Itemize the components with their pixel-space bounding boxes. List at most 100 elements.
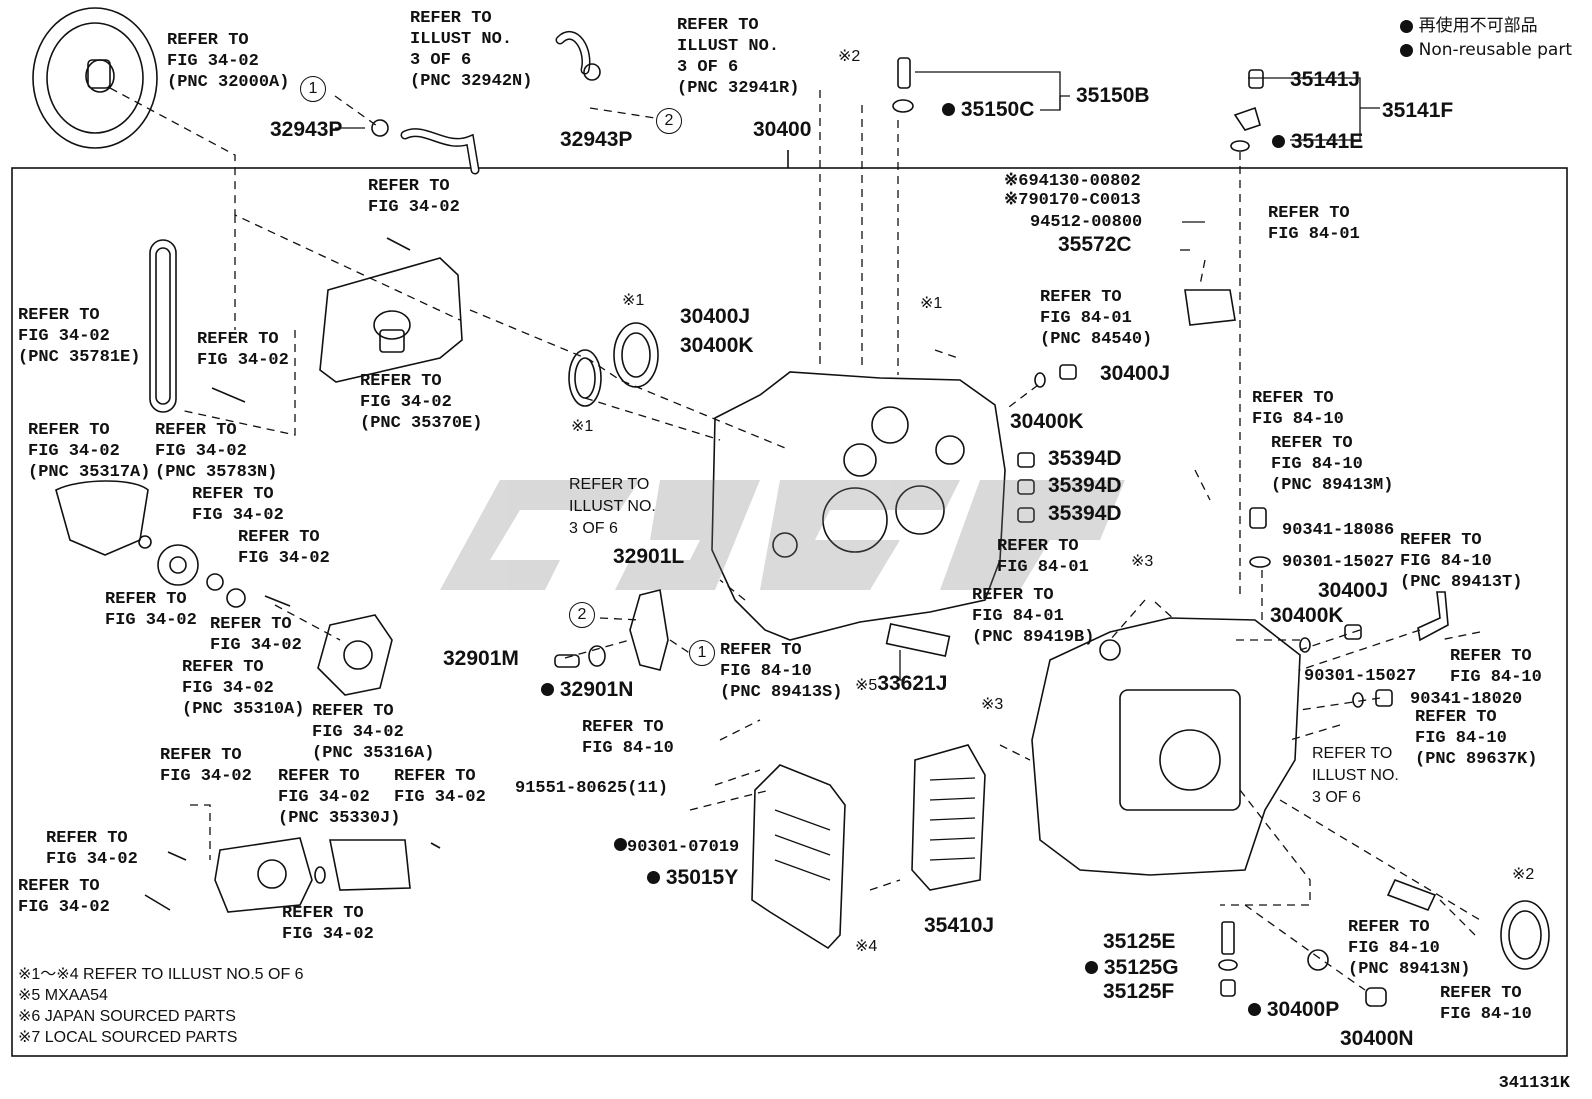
ref-pnc-32941r: REFER TO ILLUST NO. 3 OF 6 (PNC 32941R)	[677, 16, 800, 98]
part-90301-15027: 90301-15027	[1282, 553, 1395, 572]
ref-pnc-35783n: REFER TO FIG 34-02 (PNC 35783N)	[155, 421, 278, 482]
part-33621j-label: 33621J	[877, 672, 948, 695]
footnote: ※6 JAPAN SOURCED PARTS	[18, 1008, 236, 1025]
part-90301-07019-label: 90301-07019	[627, 838, 740, 857]
ref-pnc-35330j: REFER TO FIG 34-02 (PNC 35330J)	[278, 767, 401, 828]
marker-2: 2	[656, 108, 682, 134]
part-33621j: ※533621J	[855, 672, 947, 698]
part-30400j: 30400J	[680, 305, 751, 328]
mark-6: ※6	[1004, 172, 1029, 191]
ref-fig-84-01: REFER TO FIG 84-01	[997, 537, 1089, 577]
part-30400j: 30400J	[1100, 362, 1171, 385]
part-35015y: 35015Y	[647, 866, 738, 890]
mark-5: ※5	[855, 677, 878, 694]
part-35125g-label: 35125G	[1103, 956, 1179, 979]
ref-pnc-32000a: REFER TO FIG 34-02 (PNC 32000A)	[167, 31, 290, 92]
part-94512-00800: 94512-00800	[1030, 213, 1143, 232]
ref-fig-34-02: REFER TO FIG 34-02	[197, 330, 289, 370]
mark-1: ※1	[622, 292, 645, 309]
part-32901n: 32901N	[541, 678, 633, 702]
part-35150b: 35150B	[1076, 84, 1150, 107]
part-32901l: 32901L	[613, 545, 685, 568]
ref-fig-34-02: REFER TO FIG 34-02	[238, 528, 330, 568]
watermark-logo	[440, 480, 1125, 590]
ref-fig-34-02: REFER TO FIG 34-02	[368, 177, 460, 217]
ref-fig-84-01: REFER TO FIG 84-01	[1268, 204, 1360, 244]
transaxle-housing-outline	[711, 371, 1006, 641]
part-35125e: 35125E	[1103, 930, 1176, 953]
ref-pnc-89419b: REFER TO FIG 84-01 (PNC 89419B)	[972, 586, 1095, 647]
ref-pnc-32942n: REFER TO ILLUST NO. 3 OF 6 (PNC 32942N)	[410, 9, 533, 91]
mark-4: ※4	[855, 938, 878, 955]
marker-1: 1	[689, 640, 715, 666]
part-90341-18020: 90341-18020	[1410, 690, 1523, 709]
part-35394d: 35394D	[1048, 502, 1122, 525]
ref-illust-3-of-6: REFER TO ILLUST NO. 3 OF 6	[1312, 745, 1399, 806]
footnote: ※5 MXAA54	[18, 987, 108, 1004]
ref-fig-34-02: REFER TO FIG 34-02	[394, 767, 486, 807]
mark-3: ※3	[981, 696, 1004, 713]
part-94130-label: 94130-00802	[1028, 172, 1141, 191]
mark-1: ※1	[920, 295, 943, 312]
part-35141e-label: 35141E	[1290, 130, 1364, 153]
ref-pnc-35316a: REFER TO FIG 34-02 (PNC 35316A)	[312, 702, 435, 763]
footnotes: ※1～※4 REFER TO ILLUST NO.5 OF 6 ※5 MXAA5…	[18, 964, 304, 1048]
non-reusable-dot-icon	[1085, 961, 1098, 974]
non-reusable-dot-icon	[541, 683, 554, 696]
part-35141j: 35141J	[1290, 68, 1361, 91]
non-reusable-dot-icon	[1248, 1003, 1261, 1016]
part-35015y-label: 35015Y	[665, 866, 739, 889]
ref-fig-84-10: REFER TO FIG 84-10	[1252, 389, 1344, 429]
footnote: ※7 LOCAL SOURCED PARTS	[18, 1029, 238, 1046]
torque-converter-drawing	[32, 7, 158, 149]
part-35572c: 35572C	[1058, 233, 1132, 256]
legend-japanese: 再使用不可部品	[1418, 16, 1538, 36]
part-35125f: 35125F	[1103, 980, 1175, 1003]
part-35394d: 35394D	[1048, 447, 1122, 470]
non-reusable-dot-icon	[647, 871, 660, 884]
part-30400j: 30400J	[1318, 579, 1389, 602]
non-reusable-dot-icon	[1272, 135, 1285, 148]
part-35410j: 35410J	[924, 914, 995, 937]
transaxle-case-outline	[1031, 617, 1301, 876]
legend-english: Non-reusable part	[1418, 40, 1572, 60]
ref-pnc-35781e: REFER TO FIG 34-02 (PNC 35781E)	[18, 306, 141, 367]
ref-pnc-89413m: REFER TO FIG 84-10 (PNC 89413M)	[1271, 434, 1394, 495]
part-90301-07019: 90301-07019	[614, 837, 739, 858]
part-94130-00802: ※694130-00802	[1004, 171, 1141, 192]
part-30400: 30400	[753, 118, 812, 141]
ref-fig-34-02: REFER TO FIG 34-02	[160, 746, 252, 786]
ref-pnc-84540: REFER TO FIG 84-01 (PNC 84540)	[1040, 288, 1153, 349]
mark-3: ※3	[1131, 553, 1154, 570]
non-reusable-dot-icon	[1399, 19, 1413, 33]
figure-number: 341131K	[1498, 1074, 1570, 1093]
part-90341-18086: 90341-18086	[1282, 521, 1395, 540]
part-35150c-label: 35150C	[960, 98, 1035, 121]
part-91551-80625: 91551-80625(11)	[515, 779, 669, 798]
part-32943p: 32943P	[270, 118, 343, 141]
ref-pnc-35370e: REFER TO FIG 34-02 (PNC 35370E)	[360, 372, 483, 433]
ref-fig-34-02: REFER TO FIG 34-02	[105, 590, 197, 630]
part-35150c: 35150C	[942, 98, 1034, 122]
part-35141e: 35141E	[1272, 130, 1363, 154]
part-32943p: 32943P	[560, 128, 633, 151]
part-32901n-label: 32901N	[559, 678, 634, 701]
ref-pnc-35317a: REFER TO FIG 34-02 (PNC 35317A)	[28, 421, 151, 482]
part-35125g: 35125G	[1085, 956, 1179, 980]
ref-fig-34-02: REFER TO FIG 34-02	[18, 877, 110, 917]
mark-2: ※2	[838, 48, 861, 65]
mark-1: ※1	[571, 418, 594, 435]
ref-fig-34-02: REFER TO FIG 34-02	[192, 485, 284, 525]
part-30400n: 30400N	[1340, 1027, 1414, 1050]
non-reusable-dot-icon	[942, 103, 955, 116]
ref-pnc-89413t: REFER TO FIG 84-10 (PNC 89413T)	[1400, 531, 1523, 592]
part-32901m: 32901M	[443, 647, 519, 670]
ref-pnc-89413s: REFER TO FIG 84-10 (PNC 89413S)	[720, 641, 843, 702]
part-30400p: 30400P	[1248, 998, 1339, 1022]
part-90301-15027: 90301-15027	[1304, 667, 1417, 686]
marker-2: 2	[569, 602, 595, 628]
legend: 再使用不可部品 Non-reusable part	[1399, 14, 1572, 62]
part-35141f: 35141F	[1382, 99, 1454, 122]
